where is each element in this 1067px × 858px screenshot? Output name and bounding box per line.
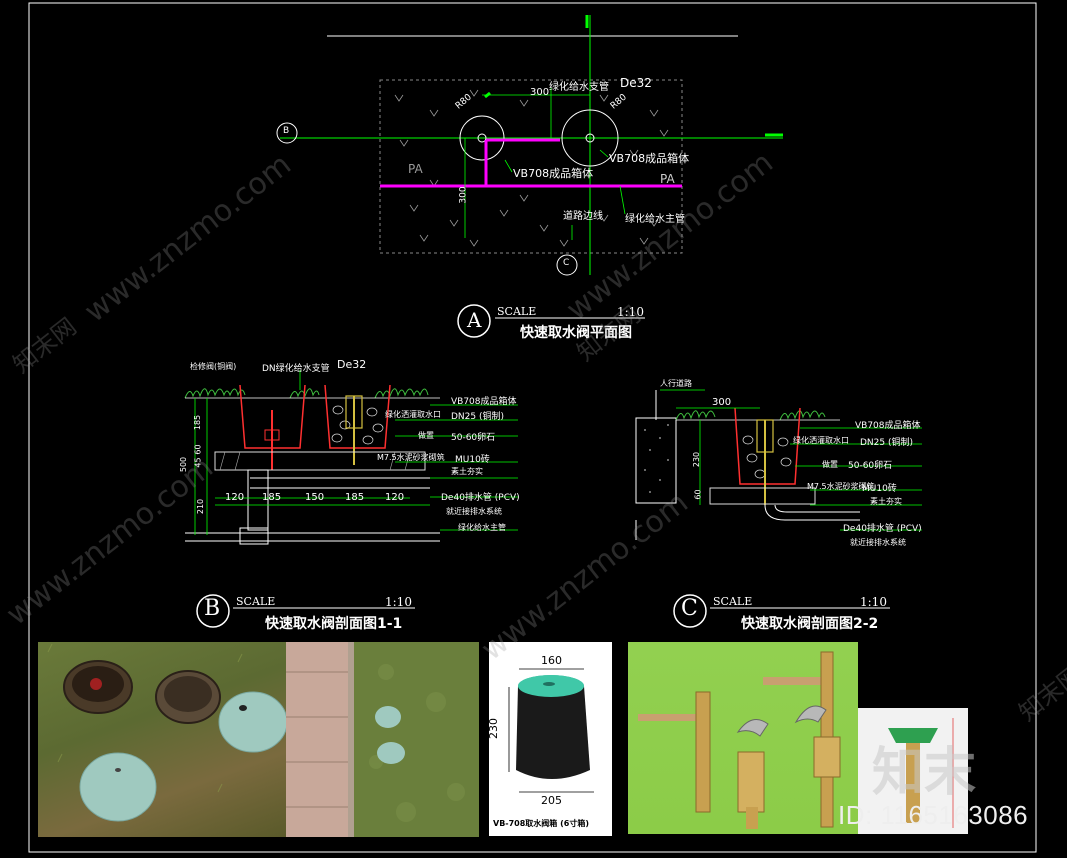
s1-gravel: 50-60卵石 xyxy=(451,433,496,443)
s2-walk: 人行道路 xyxy=(660,379,692,388)
s2-inlet: 绿化洒灌取水口 xyxy=(793,436,849,445)
s2-drain-sys: 就近接排水系统 xyxy=(850,538,906,547)
section-b-drawing xyxy=(184,370,518,545)
s2-d230: 230 xyxy=(692,451,702,468)
s2-gravel: 50-60卵石 xyxy=(848,461,893,471)
product-width-bottom: 205 xyxy=(541,794,562,807)
plan-ground-area xyxy=(379,79,683,254)
plan-box-left xyxy=(459,115,505,161)
s1-main-pipe: 绿化给水主管 xyxy=(458,523,506,532)
plan-de32-label: De32 xyxy=(620,76,652,90)
marker-c-letter: C xyxy=(563,258,570,268)
s2-mortar: M7.5水泥砂浆砌筑 xyxy=(807,482,875,491)
s1-de32: De32 xyxy=(337,358,367,371)
s2-d60: 60 xyxy=(693,489,703,500)
marker-b-letter: B xyxy=(283,126,290,136)
product-vb708-photo: 160 230 205 VB-708取水阀箱 (6寸箱) xyxy=(489,642,612,836)
s1-title: 快速取水阀剖面图1-1 xyxy=(265,616,403,632)
s1-dn25: DN25 (铜制) xyxy=(451,412,504,422)
s2-box: VB708成品箱体 xyxy=(855,421,921,431)
product-height: 230 xyxy=(489,718,500,739)
s1-drain: De40排水管 (PCV) xyxy=(441,493,520,503)
plan-scale-value: 1:10 xyxy=(617,305,644,319)
title-circle-b xyxy=(196,594,230,628)
s2-scale-label: SCALE xyxy=(713,595,753,608)
s1-d210: 210 xyxy=(196,498,206,515)
photo-brass-valves xyxy=(628,642,858,834)
s2-title: 快速取水阀剖面图2-2 xyxy=(741,616,879,632)
s2-title-letter: C xyxy=(681,596,698,621)
plan-title-letter: A xyxy=(467,308,482,332)
plan-pa-left: PA xyxy=(408,162,423,176)
s1-h185a: 185 xyxy=(262,492,282,503)
photo-lawn-boxes xyxy=(286,642,479,837)
s1-scale-value: 1:10 xyxy=(385,595,412,609)
s2-gravel-label: 做置 xyxy=(822,460,838,469)
plan-box-right xyxy=(561,109,619,167)
plan-scale-label: SCALE xyxy=(497,305,537,318)
plan-pa-right: PA xyxy=(660,172,675,186)
s1-mu10: MU10砖 xyxy=(455,455,490,465)
s1-h120a: 120 xyxy=(225,492,245,503)
plan-main-pipe: 绿化给水主管 xyxy=(625,214,685,225)
s1-scale-label: SCALE xyxy=(236,595,276,608)
s1-valve: 检修阀(铜阀) xyxy=(190,362,237,371)
plan-road-edge: 道路边线 xyxy=(563,211,603,222)
s2-dn25: DN25 (铜制) xyxy=(860,438,913,448)
s1-gravel-label: 做置 xyxy=(418,431,434,440)
plan-box-left-label: VB708成品箱体 xyxy=(513,167,594,180)
s1-h150: 150 xyxy=(305,492,325,503)
s1-h120b: 120 xyxy=(385,492,405,503)
section-marker-b xyxy=(276,122,298,144)
s2-drain: De40排水管 (PCV) xyxy=(843,524,922,534)
product-width-top: 160 xyxy=(541,654,562,667)
title-circle-a xyxy=(457,304,491,338)
s1-branch: DN绿化给水支管 xyxy=(262,364,330,374)
s2-scale-value: 1:10 xyxy=(860,595,887,609)
plan-pipes xyxy=(380,138,682,188)
section-marker-c xyxy=(556,254,578,276)
watermark-logo: 知末 xyxy=(872,743,977,803)
s2-soil: 素土夯实 xyxy=(870,497,902,506)
watermark-id: ID: 1165163086 xyxy=(838,800,1029,830)
s2-mu10: MU10砖 xyxy=(862,484,897,494)
section-c-drawing xyxy=(635,389,922,540)
s1-inlet: 绿化洒灌取水口 xyxy=(385,410,441,419)
s1-title-letter: B xyxy=(204,596,221,621)
s1-soil: 素土夯实 xyxy=(451,467,483,476)
s1-drain-sys: 就近接排水系统 xyxy=(446,507,502,516)
s1-h185b: 185 xyxy=(345,492,365,503)
s1-box: VB708成品箱体 xyxy=(451,397,517,407)
title-circle-c xyxy=(673,594,707,628)
photo-valve-key xyxy=(858,708,968,834)
s1-mortar: M7.5水泥砂浆砌筑 xyxy=(377,453,445,462)
plan-dim-300-v: 300 xyxy=(458,186,469,204)
product-caption: VB-708取水阀箱 (6寸箱) xyxy=(493,819,589,828)
plan-branch-label: 绿化给水支管 xyxy=(549,82,609,93)
plan-title: 快速取水阀平面图 xyxy=(520,325,632,341)
s1-d185: 185 xyxy=(193,414,203,431)
photo-installed-boxes xyxy=(38,642,286,837)
s2-d300: 300 xyxy=(712,397,732,408)
plan-dim-300: 300 xyxy=(530,87,550,98)
plan-box-right-label: VB708成品箱体 xyxy=(609,152,690,165)
